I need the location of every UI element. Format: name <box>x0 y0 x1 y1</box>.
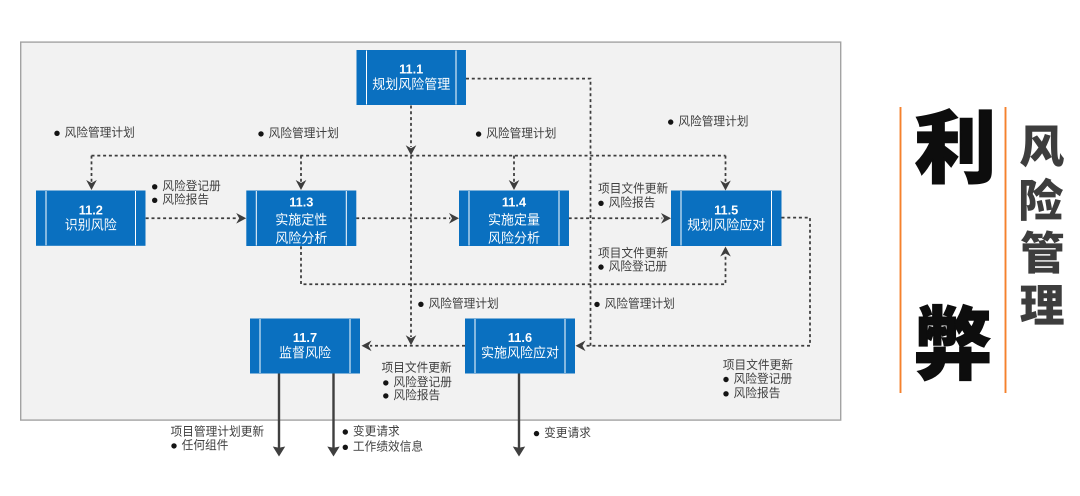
svg-text:11.3: 11.3 <box>289 194 313 209</box>
svg-text:11.4: 11.4 <box>502 194 527 209</box>
svg-text:11.5: 11.5 <box>714 202 738 217</box>
svg-text:11.2: 11.2 <box>79 202 103 217</box>
svg-text:11.7: 11.7 <box>293 330 317 345</box>
svg-text:11.6: 11.6 <box>508 330 532 345</box>
svg-text:11.1: 11.1 <box>399 62 423 77</box>
